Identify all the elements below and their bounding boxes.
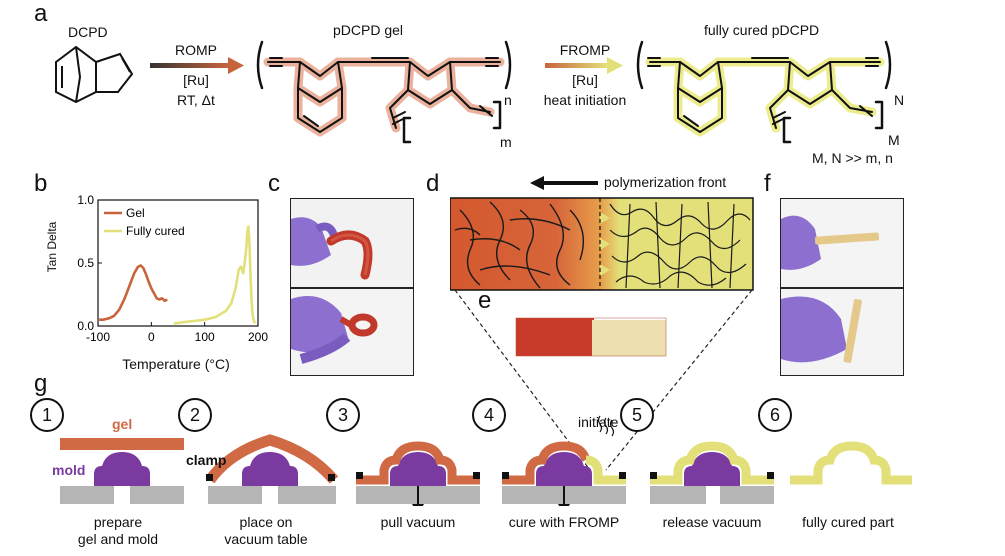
- dcpd-label: DCPD: [68, 24, 108, 40]
- legend-label: Gel: [126, 206, 145, 220]
- panel-label-f: f: [764, 170, 771, 197]
- network-illustration: [450, 197, 754, 291]
- x-tick-label: 100: [195, 330, 215, 344]
- reaction-scheme: [55, 40, 892, 144]
- step-caption-line: gel and mold: [77, 531, 159, 547]
- romp-conditions: RT, Δt: [177, 92, 215, 108]
- step-caption-line: release vacuum: [662, 514, 762, 530]
- x-tick-label: 200: [248, 330, 268, 344]
- cured-subscript-N: N: [894, 92, 905, 108]
- photo-cured-rigid: [780, 198, 904, 288]
- panel-label-g: g: [34, 370, 48, 397]
- photo-gel-knot: [290, 288, 414, 376]
- step-caption-line: cure with FROMP: [508, 514, 620, 530]
- front-label: polymerization front: [602, 174, 729, 190]
- legend-label: Fully cured: [126, 224, 185, 238]
- chart-frame: [97, 199, 259, 327]
- cured-subscript-M: M: [888, 132, 900, 148]
- romp-arrow: [150, 57, 244, 74]
- step-4-number: 4: [472, 398, 506, 432]
- step-4-caption: cure with FROMP: [489, 514, 639, 531]
- step-2-diagram: [205, 434, 339, 504]
- gel-subscript-m: m: [500, 134, 512, 150]
- step-caption-line: fully cured part: [802, 514, 894, 530]
- step-6-diagram: [790, 441, 912, 485]
- process-diagram: [60, 415, 912, 506]
- x-tick-label: -100: [86, 330, 110, 344]
- gel-label: pDCPD gel: [333, 22, 404, 38]
- fromp-catalyst: [Ru]: [572, 72, 598, 88]
- mold-tag: mold: [52, 462, 86, 478]
- relation-label: M, N >> m, n: [812, 150, 893, 166]
- step-1-diagram: [60, 438, 184, 504]
- fromp-conditions: heat initiation: [543, 92, 627, 108]
- y-tick-label: 1.0: [77, 193, 94, 207]
- fromp-arrow: [545, 57, 623, 74]
- clamp-tag: clamp: [186, 452, 227, 468]
- series-line-2: [173, 225, 257, 325]
- sample-photo: [512, 314, 670, 360]
- chart-xlabel: Temperature (°C): [122, 356, 230, 372]
- cured-label: fully cured pDCPD: [704, 22, 820, 38]
- fromp-label: FROMP: [559, 42, 611, 58]
- step-1-number: 1: [30, 398, 64, 432]
- step-caption-line: prepare: [93, 514, 143, 530]
- step-4-diagram: [502, 415, 626, 506]
- front-arrow: [530, 176, 598, 190]
- gel-tag: gel: [112, 416, 133, 432]
- gel-subscript-n: n: [504, 92, 512, 108]
- step-5-caption: release vacuum: [637, 514, 787, 531]
- dcpd-structure: [55, 45, 134, 104]
- step-2-number: 2: [178, 398, 212, 432]
- step-5-number: 5: [620, 398, 654, 432]
- panel-label-b: b: [34, 170, 48, 197]
- romp-catalyst: [Ru]: [183, 72, 209, 88]
- step-caption-line: pull vacuum: [380, 514, 456, 530]
- chart-ylabel: Tan Delta: [45, 221, 59, 273]
- y-tick-label: 0.5: [77, 256, 94, 270]
- series-line-1: [99, 264, 168, 321]
- step-5-diagram: [650, 441, 774, 504]
- x-tick-label: 0: [148, 330, 155, 344]
- step-3-number: 3: [326, 398, 360, 432]
- cured-polymer: [636, 40, 892, 144]
- y-tick-label: 0.0: [77, 319, 94, 333]
- step-caption-line: place on: [239, 514, 293, 530]
- photo-cured-bend: [780, 288, 904, 376]
- panel-label-c: c: [268, 170, 280, 197]
- panel-label-a: a: [34, 0, 48, 27]
- gel-polymer: [256, 40, 512, 144]
- romp-label: ROMP: [175, 42, 217, 58]
- panel-label-d: d: [426, 170, 440, 197]
- step-3-caption: pull vacuum: [343, 514, 493, 531]
- step-6-number: 6: [758, 398, 792, 432]
- step-3-diagram: [356, 441, 480, 506]
- initiate-tag: initiate: [578, 414, 619, 430]
- step-caption-line: vacuum table: [224, 531, 308, 547]
- step-6-caption: fully cured part: [773, 514, 923, 531]
- photo-gel-bending: [290, 198, 414, 288]
